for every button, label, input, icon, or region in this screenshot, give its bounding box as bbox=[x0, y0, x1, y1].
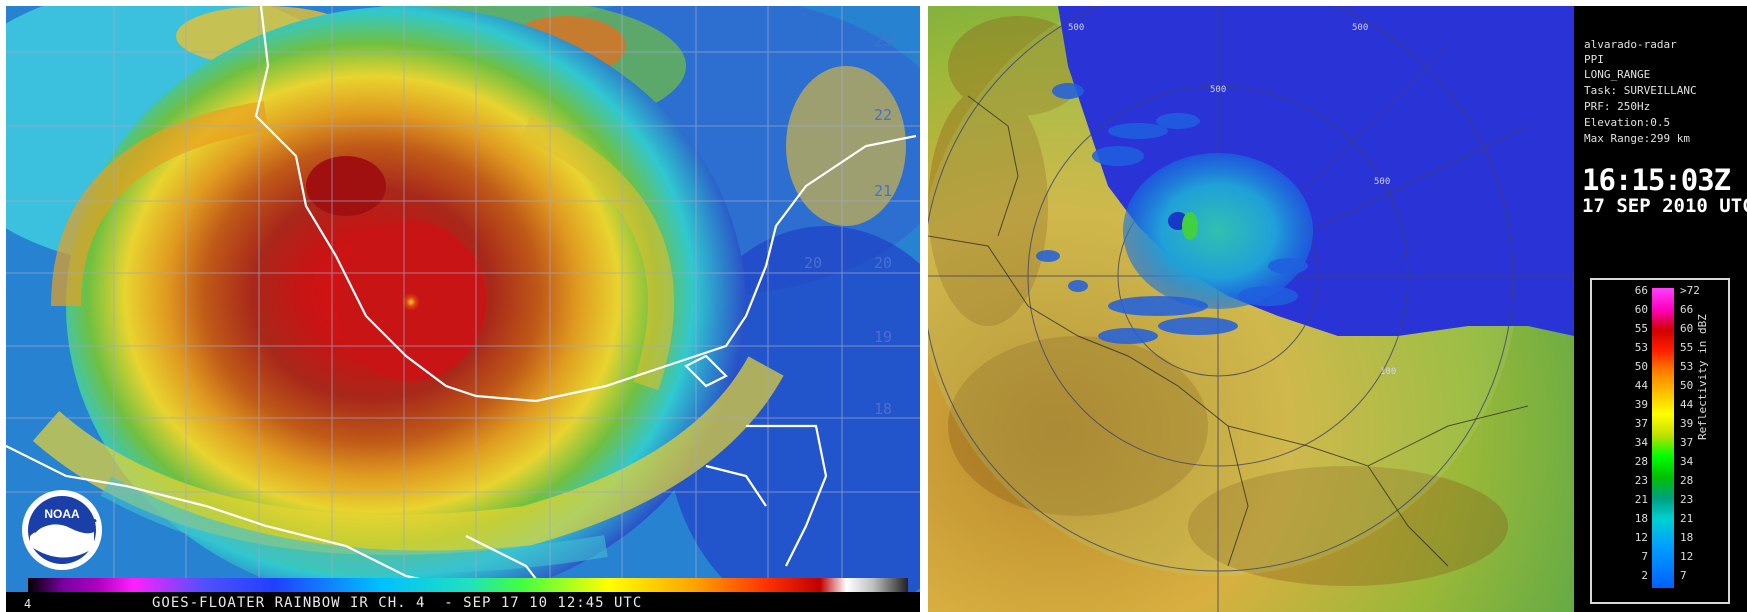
legend-value: 44 bbox=[1680, 398, 1694, 411]
legend-value: 60 bbox=[1680, 322, 1694, 335]
radar-image: 500 500 500 500 100 alvarado-radar PPI L… bbox=[928, 6, 1747, 612]
radar-elevation: Elevation:0.5 bbox=[1584, 116, 1671, 129]
ir-color-scale bbox=[28, 578, 908, 592]
legend-value: 53 bbox=[1680, 360, 1694, 373]
satellite-ir-image: 23 22 21 20 19 18 20 -100 99 98 97 96 95… bbox=[6, 6, 920, 612]
legend-value: 66 bbox=[1680, 303, 1694, 316]
legend-value: 55 bbox=[1634, 322, 1648, 335]
lat-label: 19 bbox=[874, 328, 893, 346]
legend-value: 37 bbox=[1680, 436, 1694, 449]
radar-time: 16:15:03Z bbox=[1582, 163, 1731, 197]
legend-value: 39 bbox=[1680, 417, 1694, 430]
legend-value: 39 bbox=[1634, 398, 1648, 411]
legend-value: 18 bbox=[1634, 512, 1648, 525]
satellite-footer: 4 GOES-FLOATER RAINBOW IR CH. 4 - SEP 17… bbox=[6, 592, 920, 612]
radar-range-mode: LONG_RANGE bbox=[1584, 68, 1651, 81]
lat-label: 18 bbox=[874, 400, 893, 418]
legend-value: 37 bbox=[1634, 417, 1648, 430]
radar-info-box: alvarado-radar PPI LONG_RANGE Task: SURV… bbox=[1574, 6, 1747, 217]
range-label: 500 bbox=[1210, 85, 1226, 95]
legend-value: 21 bbox=[1680, 512, 1694, 525]
lat-label-center: 20 bbox=[804, 254, 823, 272]
radar-date: 17 SEP 2010 UTC bbox=[1582, 195, 1747, 217]
legend-value: 2 bbox=[1641, 569, 1648, 582]
lat-label: 20 bbox=[874, 254, 893, 272]
legend-color-bar bbox=[1652, 288, 1674, 588]
lat-label: 22 bbox=[874, 106, 893, 124]
legend-value: 21 bbox=[1634, 493, 1648, 506]
legend-value: 44 bbox=[1634, 379, 1648, 392]
legend-value: 50 bbox=[1634, 360, 1648, 373]
radar-map: 500 500 500 500 100 bbox=[928, 6, 1574, 612]
legend-value: 7 bbox=[1641, 550, 1648, 563]
lat-label: 21 bbox=[874, 182, 893, 200]
radar-task: Task: SURVEILLANC bbox=[1584, 84, 1697, 97]
range-label: 500 bbox=[1374, 177, 1390, 187]
legend-value: 34 bbox=[1680, 455, 1694, 468]
radar-max-range: Max Range:299 km bbox=[1584, 132, 1690, 145]
lat-label: 23 bbox=[874, 32, 893, 50]
radar-prf: PRF: 250Hz bbox=[1584, 100, 1651, 113]
noaa-logo: NOAA bbox=[22, 490, 102, 570]
legend-value: 66 bbox=[1634, 284, 1648, 297]
radar-name: alvarado-radar bbox=[1584, 38, 1677, 51]
range-label: 500 bbox=[1068, 23, 1084, 33]
legend-value: 23 bbox=[1634, 474, 1648, 487]
legend-value: 23 bbox=[1680, 493, 1694, 506]
satellite-imagery bbox=[6, 6, 920, 612]
range-label: 100 bbox=[1380, 367, 1396, 377]
legend-value: 12 bbox=[1634, 531, 1648, 544]
legend-value: 50 bbox=[1680, 379, 1694, 392]
legend-value: 55 bbox=[1680, 341, 1694, 354]
footer-caption: GOES-FLOATER RAINBOW IR CH. 4 - SEP 17 1… bbox=[152, 595, 643, 611]
legend-value: 18 bbox=[1680, 531, 1694, 544]
noaa-logo-text: NOAA bbox=[44, 507, 80, 521]
radar-mode: PPI bbox=[1584, 53, 1604, 66]
range-label: 500 bbox=[1352, 23, 1368, 33]
footer-number: 4 bbox=[24, 597, 32, 611]
legend-value: 60 bbox=[1634, 303, 1648, 316]
legend-value: 53 bbox=[1634, 341, 1648, 354]
legend-value: 28 bbox=[1680, 474, 1694, 487]
legend-value: 7 bbox=[1680, 569, 1687, 582]
legend-value: 28 bbox=[1634, 455, 1648, 468]
legend-value: 34 bbox=[1634, 436, 1648, 449]
legend-value: >72 bbox=[1680, 284, 1700, 297]
legend-value: 12 bbox=[1680, 550, 1694, 563]
